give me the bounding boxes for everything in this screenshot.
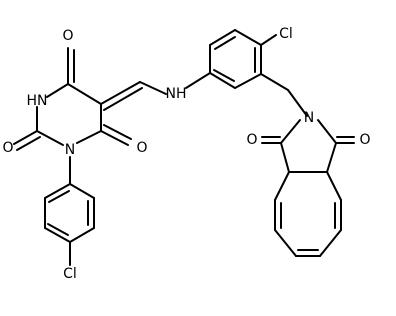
atom-label-n-ring: N — [65, 142, 75, 158]
bond — [100, 130, 129, 146]
bond — [260, 34, 277, 46]
bond — [103, 87, 143, 111]
bond — [287, 89, 308, 117]
bond — [185, 72, 211, 89]
bond — [274, 171, 290, 201]
bond — [16, 136, 41, 151]
bond — [48, 190, 70, 203]
bond — [103, 124, 132, 140]
bond — [280, 119, 301, 144]
atom-label-o-imide-left: O — [246, 132, 257, 148]
bond — [209, 29, 236, 46]
bond — [326, 142, 337, 173]
bond — [44, 183, 71, 199]
atom-label-hn-ring: HN — [27, 93, 48, 109]
bond — [100, 81, 141, 105]
bond — [280, 142, 290, 173]
bond — [36, 130, 64, 146]
bond-lines — [13, 29, 355, 266]
atom-label-o-left: O — [2, 140, 13, 156]
bond — [44, 227, 71, 243]
bond — [76, 130, 102, 144]
bond — [319, 229, 342, 257]
bond — [69, 227, 95, 243]
bond — [13, 130, 38, 145]
bond — [47, 223, 69, 236]
bond — [209, 72, 236, 89]
bond — [260, 73, 289, 91]
bond — [317, 119, 337, 144]
atom-label-cl-benzyl: Cl — [279, 26, 293, 42]
bond — [213, 69, 235, 82]
bond — [234, 73, 262, 89]
bond — [234, 29, 262, 46]
bond — [69, 183, 95, 199]
atom-label-o-imide-right: O — [359, 132, 370, 148]
bond — [326, 171, 342, 201]
bond — [139, 81, 167, 95]
atom-label-o-bottom: O — [136, 140, 147, 156]
bond — [46, 83, 69, 98]
atom-labels: O HN O N O Cl NH Cl N O O — [2, 26, 370, 282]
atom-label-cl-phenyl: Cl — [63, 266, 77, 282]
bond — [274, 229, 297, 257]
atom-label-o-top: O — [62, 28, 73, 44]
atom-label-nh-link: NH — [166, 86, 187, 102]
bond — [214, 36, 236, 50]
bond — [67, 83, 102, 105]
atom-label-n-imide: N — [304, 110, 314, 126]
